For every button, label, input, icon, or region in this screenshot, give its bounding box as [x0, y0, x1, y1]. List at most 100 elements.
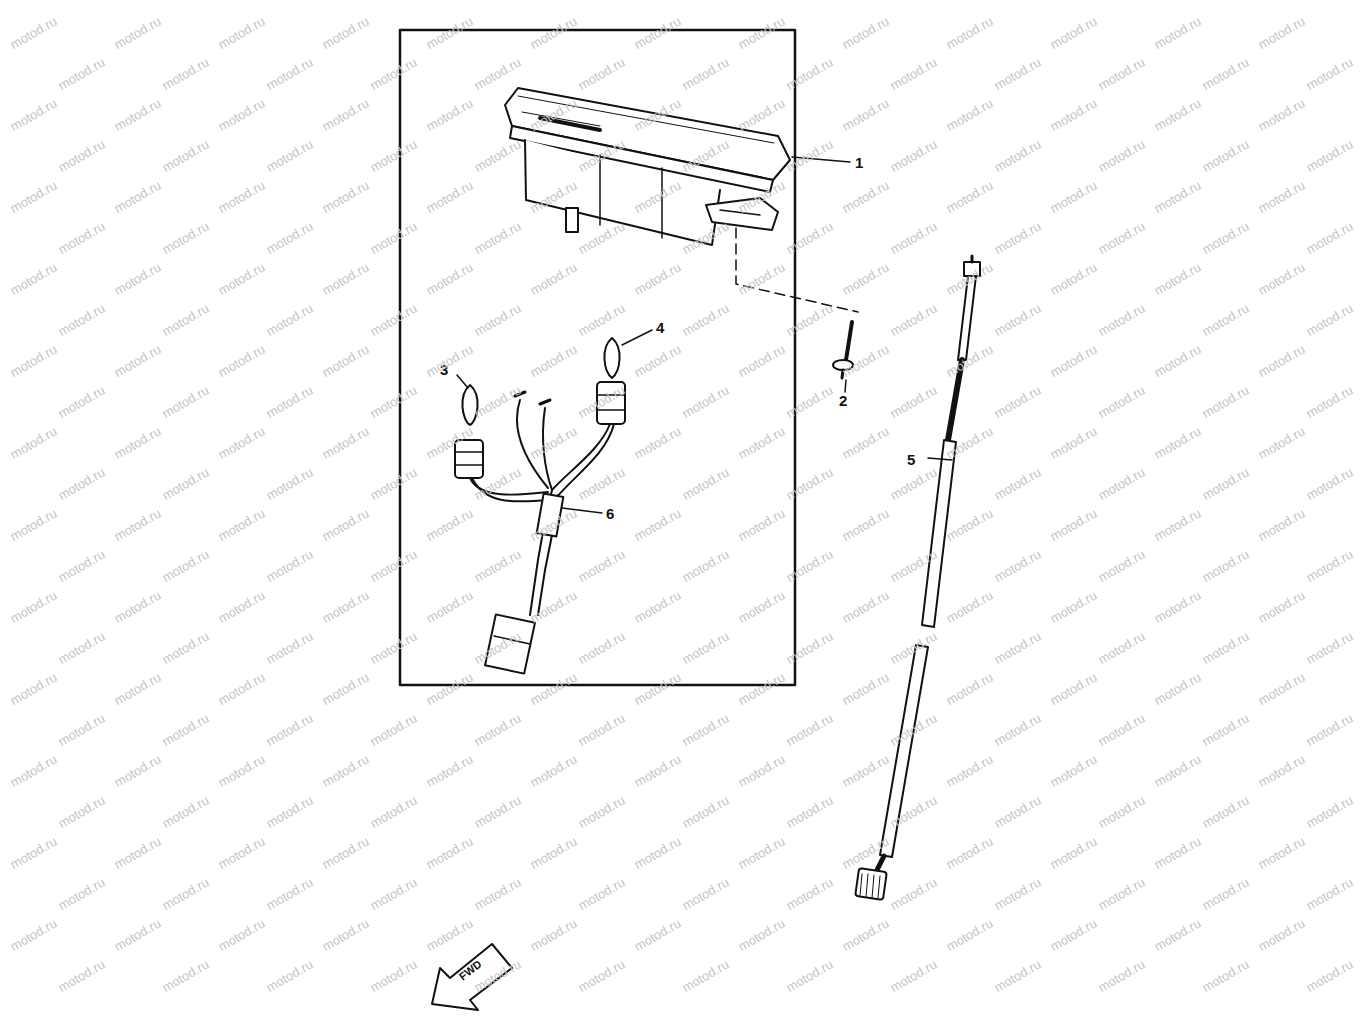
watermark-text: motod.ru: [680, 301, 731, 338]
watermark-text: motod.ru: [1256, 342, 1307, 379]
watermark-text: motod.ru: [160, 875, 211, 912]
watermark-text: motod.ru: [368, 957, 419, 994]
watermark-text: motod.ru: [736, 424, 787, 461]
callout-number: 6: [606, 506, 614, 521]
watermark-text: motod.ru: [736, 834, 787, 871]
watermark-text: motod.ru: [424, 260, 475, 297]
watermark-text: motod.ru: [1048, 260, 1099, 297]
watermark-text: motod.ru: [784, 793, 835, 830]
watermark-text: motod.ru: [1200, 875, 1251, 912]
watermark-text: motod.ru: [8, 752, 59, 789]
watermark-text: motod.ru: [8, 424, 59, 461]
watermark-text: motod.ru: [368, 547, 419, 584]
watermark-text: motod.ru: [1048, 178, 1099, 215]
watermark-text: motod.ru: [1096, 793, 1147, 830]
watermark-text: motod.ru: [8, 96, 59, 133]
watermark-text: motod.ru: [472, 383, 523, 420]
watermark-text: motod.ru: [320, 916, 371, 953]
watermark-text: motod.ru: [576, 629, 627, 666]
watermark-text: motod.ru: [944, 588, 995, 625]
watermark-text: motod.ru: [56, 301, 107, 338]
watermark-text: motod.ru: [368, 793, 419, 830]
watermark-text: motod.ru: [992, 55, 1043, 92]
watermark-text: motod.ru: [736, 752, 787, 789]
watermark-text: motod.ru: [1200, 793, 1251, 830]
watermark-text: motod.ru: [992, 137, 1043, 174]
watermark-text: motod.ru: [784, 957, 835, 994]
watermark-text: motod.ru: [528, 178, 579, 215]
watermark-text: motod.ru: [8, 506, 59, 543]
watermark-text: motod.ru: [784, 55, 835, 92]
watermark-text: motod.ru: [112, 588, 163, 625]
watermark-text: motod.ru: [1152, 342, 1203, 379]
watermark-text: motod.ru: [112, 342, 163, 379]
watermark-text: motod.ru: [888, 465, 939, 502]
watermark-text: motod.ru: [888, 875, 939, 912]
watermark-text: motod.ru: [1048, 14, 1099, 51]
watermark-text: motod.ru: [56, 793, 107, 830]
watermark-text: motod.ru: [56, 547, 107, 584]
watermark-text: motod.ru: [264, 793, 315, 830]
watermark-text: motod.ru: [1048, 834, 1099, 871]
watermark-text: motod.ru: [784, 383, 835, 420]
watermark-text: motod.ru: [632, 14, 683, 51]
watermark-text: motod.ru: [632, 916, 683, 953]
watermark-text: motod.ru: [320, 96, 371, 133]
watermark-text: motod.ru: [472, 219, 523, 256]
watermark-text: motod.ru: [1152, 14, 1203, 51]
callout-number: 5: [907, 452, 915, 467]
watermark-text: motod.ru: [216, 96, 267, 133]
watermark-text: motod.ru: [736, 506, 787, 543]
watermark-text: motod.ru: [1096, 465, 1147, 502]
watermark-text: motod.ru: [1256, 670, 1307, 707]
watermark-text: motod.ru: [320, 14, 371, 51]
watermark-text: motod.ru: [944, 342, 995, 379]
watermark-text: motod.ru: [216, 670, 267, 707]
watermark-text: motod.ru: [840, 14, 891, 51]
watermark-text: motod.ru: [1256, 178, 1307, 215]
watermark-text: motod.ru: [1256, 506, 1307, 543]
watermark-text: motod.ru: [736, 588, 787, 625]
watermark-text: motod.ru: [472, 465, 523, 502]
watermark-text: motod.ru: [472, 55, 523, 92]
watermark-text: motod.ru: [472, 547, 523, 584]
watermark-text: motod.ru: [784, 629, 835, 666]
watermark-text: motod.ru: [1200, 547, 1251, 584]
watermark-text: motod.ru: [1048, 670, 1099, 707]
watermark-text: motod.ru: [1256, 752, 1307, 789]
watermark-text: motod.ru: [784, 465, 835, 502]
watermark-text: motod.ru: [784, 301, 835, 338]
watermark-text: motod.ru: [632, 342, 683, 379]
watermark-text: motod.ru: [1200, 629, 1251, 666]
watermark-text: motod.ru: [56, 629, 107, 666]
watermark-text: motod.ru: [784, 711, 835, 748]
watermark-text: motod.ru: [264, 301, 315, 338]
watermark-text: motod.ru: [320, 506, 371, 543]
watermark-text: motod.ru: [216, 14, 267, 51]
watermark-text: motod.ru: [8, 670, 59, 707]
watermark-text: motod.ru: [992, 629, 1043, 666]
watermark-text: motod.ru: [1152, 670, 1203, 707]
watermark-text: motod.ru: [888, 711, 939, 748]
watermark-text: motod.ru: [1152, 178, 1203, 215]
watermark-text: motod.ru: [680, 55, 731, 92]
watermark-text: motod.ru: [264, 957, 315, 994]
watermark-text: motod.ru: [160, 793, 211, 830]
watermark-text: motod.ru: [1048, 916, 1099, 953]
watermark-text: motod.ru: [320, 260, 371, 297]
watermark-text: motod.ru: [1096, 137, 1147, 174]
watermark-text: motod.ru: [472, 793, 523, 830]
watermark-text: motod.ru: [160, 219, 211, 256]
watermark-text: motod.ru: [1096, 711, 1147, 748]
watermark-text: motod.ru: [680, 629, 731, 666]
watermark-text: motod.ru: [112, 178, 163, 215]
watermark-text: motod.ru: [56, 383, 107, 420]
watermark-text: motod.ru: [840, 178, 891, 215]
watermark-text: motod.ru: [632, 670, 683, 707]
watermark-text: motod.ru: [576, 301, 627, 338]
watermark-text: motod.ru: [1096, 547, 1147, 584]
watermark-text: motod.ru: [840, 916, 891, 953]
watermark-text: motod.ru: [992, 465, 1043, 502]
watermark-text: motod.ru: [8, 342, 59, 379]
watermark-text: motod.ru: [1096, 875, 1147, 912]
